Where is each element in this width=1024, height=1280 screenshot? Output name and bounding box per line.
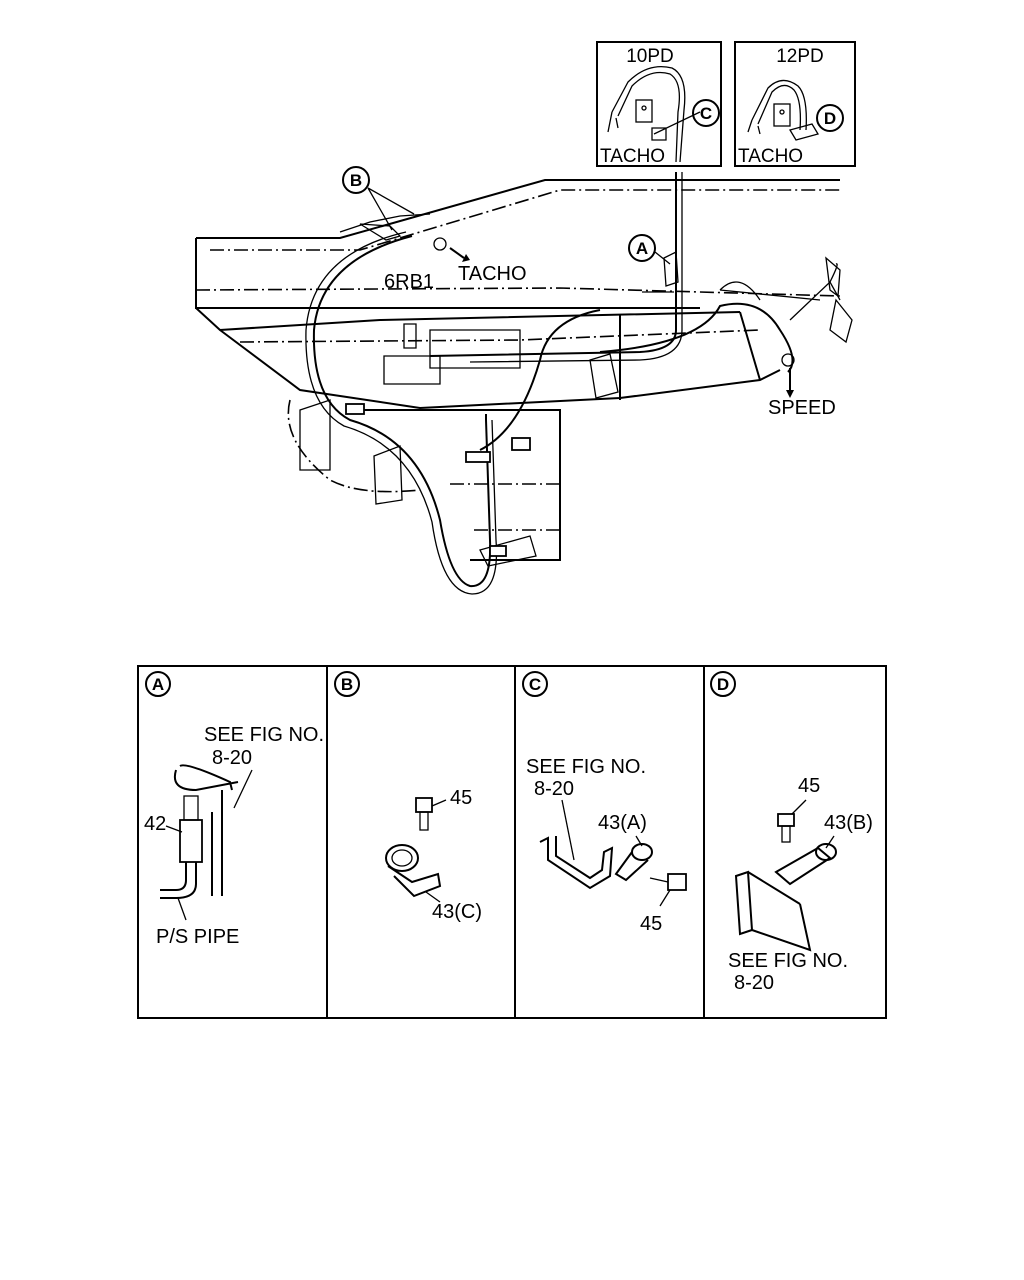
callout-b-main	[342, 166, 370, 194]
panel-a-ref-line2: 8-20	[212, 747, 252, 769]
inset-10pd-tacho-label: TACHO	[600, 146, 665, 167]
detail-panels: A SEE FIG NO. 8-20 42 P/S PIPE B 45 4	[137, 665, 887, 1019]
callout-c-inset-label: C	[700, 104, 712, 123]
callout-a-main	[628, 234, 656, 262]
panel-c-part-43a: 43(A)	[598, 812, 647, 834]
panel-b-badge	[334, 671, 360, 697]
panel-d-badge	[710, 671, 736, 697]
panel-d-ref-line2: 8-20	[734, 972, 774, 994]
panel-a-pipe-label: P/S PIPE	[156, 926, 239, 948]
tacho-label: TACHO	[458, 263, 527, 285]
panel-a-badge	[145, 671, 171, 697]
panel-c-badge	[522, 671, 548, 697]
callout-d-inset-label: D	[824, 109, 836, 128]
panel-d-part-45: 45	[798, 775, 820, 797]
inset-10pd: 10PD C TACHO	[596, 41, 722, 167]
detail-panel-b: B 45 43(C)	[334, 671, 482, 923]
panel-a-badge-label: A	[152, 675, 164, 694]
panel-a-ref-line1: SEE FIG NO.	[204, 724, 324, 746]
panel-c-badge-label: C	[529, 675, 541, 694]
panel-a-part-42: 42	[144, 813, 166, 835]
panel-c-part-45: 45	[640, 913, 662, 935]
callout-c-inset	[692, 99, 720, 127]
detail-panels-frame	[137, 665, 887, 1019]
inset-12pd-tacho-label: TACHO	[738, 146, 803, 167]
detail-panel-a: A SEE FIG NO. 8-20 42 P/S PIPE	[144, 671, 324, 948]
panel-d-ref-line1: SEE FIG NO.	[728, 950, 848, 972]
panel-b-part-45: 45	[450, 787, 472, 809]
detail-panel-d: D 45 43(B) SEE FIG NO. 8-20	[710, 671, 873, 994]
panel-d-badge-label: D	[717, 675, 729, 694]
inset-12pd-title: 12PD	[776, 46, 824, 67]
callout-a-main-label: A	[636, 239, 648, 258]
inset-12pd-frame	[734, 41, 856, 167]
callout-d-inset	[816, 104, 844, 132]
panel-c-ref-line1: SEE FIG NO.	[526, 756, 646, 778]
inset-12pd: 12PD D TACHO	[734, 41, 856, 167]
speed-label: SPEED	[768, 397, 836, 419]
main-assembly: B A 6RB1 TACHO SPEED	[195, 166, 853, 595]
detail-panel-c: C SEE FIG NO. 8-20 43(A) 45	[522, 671, 687, 935]
engine-label: 6RB1	[384, 271, 434, 293]
panel-d-part-43b: 43(B)	[824, 812, 873, 834]
panel-c-ref-line2: 8-20	[534, 778, 574, 800]
callout-b-main-label: B	[350, 171, 362, 190]
panel-b-badge-label: B	[341, 675, 353, 694]
inset-10pd-frame	[596, 41, 722, 167]
panel-b-part-43c: 43(C)	[432, 901, 482, 923]
inset-10pd-title: 10PD	[626, 46, 674, 67]
